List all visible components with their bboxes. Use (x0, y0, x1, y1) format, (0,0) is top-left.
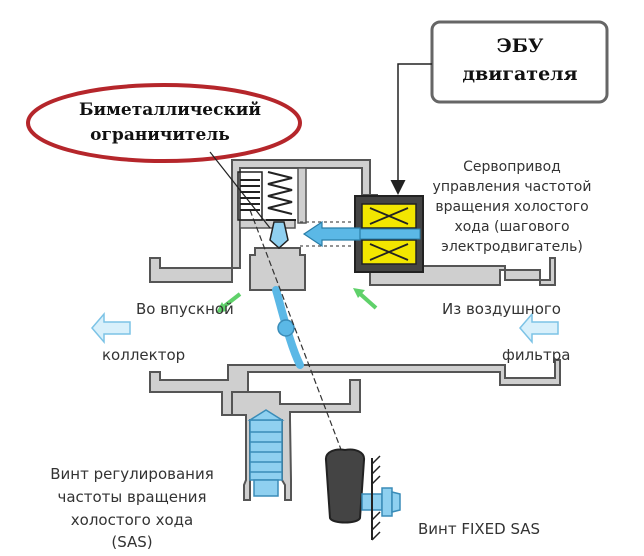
servo-line1: Сервопривод (463, 159, 561, 175)
valve-block (249, 247, 306, 291)
air-filter-label-line2: фильтра (502, 346, 570, 364)
lower-housing (149, 359, 561, 416)
flow-arrows (91, 288, 559, 345)
valve-needle (269, 221, 289, 250)
fixed-sas-mechanism (324, 448, 401, 541)
ecu-label-line2: двигателя (462, 63, 577, 85)
upper-air-path (300, 221, 360, 247)
bimetal-spring (266, 171, 296, 221)
throttle-lever (324, 448, 366, 524)
green-arrow-left (220, 292, 242, 310)
intake-label-line1: Во впускной (136, 300, 234, 318)
ecu-box: ЭБУ двигателя (430, 20, 609, 104)
bimetal-limiter-callout: Биметаллический ограничитель (26, 83, 302, 163)
bimetal-pointer-line (209, 151, 271, 229)
sas-line4: (SAS) (111, 533, 152, 551)
air-filter-label-line1: Из воздушного (442, 300, 561, 318)
fixed-sas-label: Винт FIXED SAS (418, 520, 540, 538)
sas-line2: частоты вращения (57, 488, 206, 506)
upper-housing (149, 159, 556, 286)
green-arrow-right (356, 290, 378, 310)
sas-label: Винт регулирования частоты вращения холо… (50, 465, 214, 551)
servo-line4: хода (шагового (454, 219, 569, 235)
throttle-plate (272, 286, 304, 369)
stepper-motor (354, 195, 424, 273)
servo-line2: управления частотой (433, 179, 592, 195)
intake-label-line2: коллектор (102, 346, 185, 364)
ecu-signal-line (390, 63, 432, 195)
servo-line3: вращения холостого (435, 199, 588, 215)
ecu-label-line1: ЭБУ (497, 35, 544, 57)
lower-passage-left (231, 379, 361, 501)
plunger-arrow (302, 220, 361, 248)
air-filter-arrow (519, 311, 559, 345)
bimetal-coil-left (237, 171, 263, 221)
bimetal-label-line2: ограничитель (90, 125, 230, 145)
sas-line1: Винт регулирования (50, 465, 214, 483)
limiter-partition (297, 167, 307, 224)
intake-arrow (91, 311, 131, 345)
servo-line5: электродвигатель) (441, 239, 583, 255)
sas-line3: холостого хода (71, 511, 193, 529)
servo-label: Сервопривод управления частотой вращения… (433, 159, 592, 255)
bimetal-label-line1: Биметаллический (79, 100, 261, 120)
sas-screw (247, 409, 285, 497)
throttle-body-housing (149, 159, 561, 501)
